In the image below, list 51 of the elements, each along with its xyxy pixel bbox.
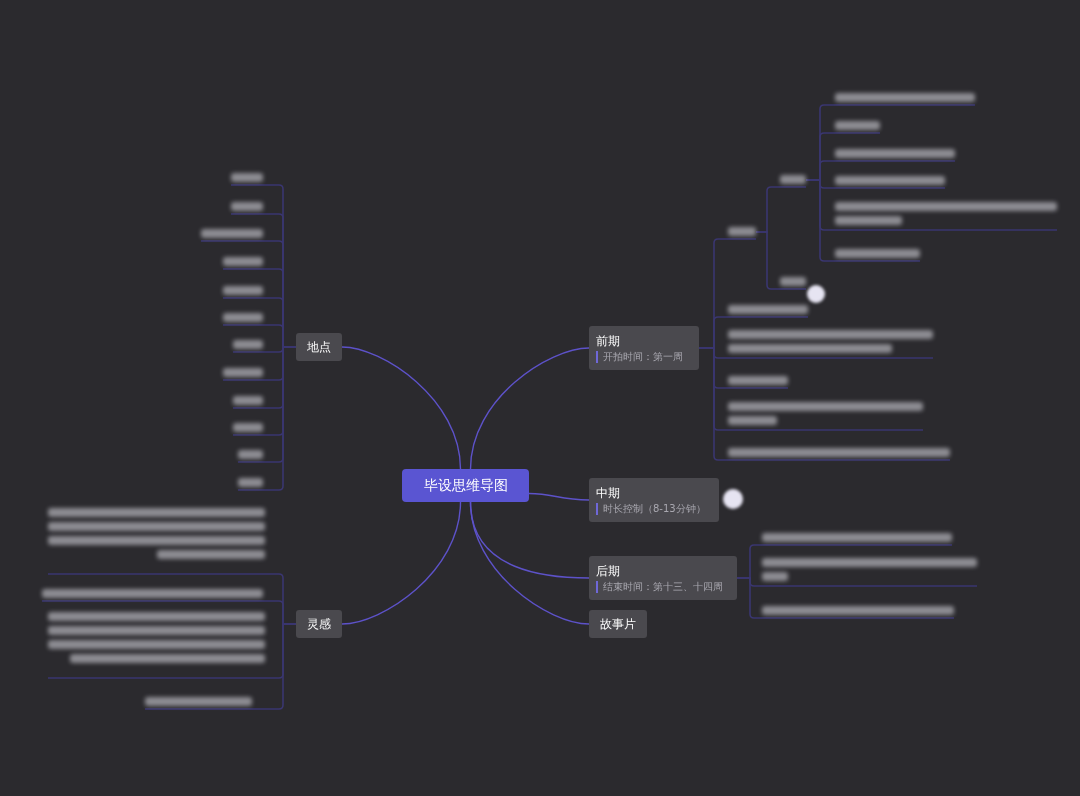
topic-box bbox=[589, 556, 737, 600]
blurred-text bbox=[762, 604, 954, 618]
blurred-text bbox=[835, 119, 880, 133]
blurred-text bbox=[835, 147, 955, 161]
blurred-text bbox=[728, 303, 808, 317]
topic-box bbox=[589, 610, 647, 638]
blurred-text bbox=[728, 446, 950, 460]
blurred-text bbox=[231, 200, 263, 214]
central-topic: 毕设思维导图 bbox=[402, 469, 529, 502]
blurred-text bbox=[201, 227, 263, 241]
blurred-text bbox=[223, 284, 263, 298]
blurred-text bbox=[728, 225, 756, 239]
blurred-text bbox=[223, 311, 263, 325]
topic-title: 后期 bbox=[596, 563, 620, 579]
branch-line bbox=[341, 346, 462, 470]
blurred-text bbox=[238, 448, 263, 462]
blurred-text bbox=[42, 587, 263, 601]
branch-line bbox=[469, 347, 590, 470]
blurred-text bbox=[835, 91, 975, 105]
branch-line bbox=[469, 501, 590, 625]
blurred-text bbox=[780, 275, 806, 289]
blurred-text bbox=[835, 174, 945, 188]
blurred-text bbox=[233, 394, 263, 408]
branch-line bbox=[736, 577, 955, 619]
blurred-text bbox=[238, 476, 263, 490]
topic-note: 结束时间：第十三、十四周 bbox=[596, 580, 723, 593]
topic-box bbox=[589, 478, 719, 522]
blurred-text bbox=[728, 374, 788, 388]
topic-title: 前期 bbox=[596, 333, 620, 349]
blurred-text bbox=[780, 173, 806, 187]
blurred-text bbox=[145, 695, 252, 709]
topic-title: 灵感 bbox=[307, 616, 331, 632]
topic-box bbox=[589, 326, 699, 370]
branch-line bbox=[341, 501, 462, 625]
blurred-text bbox=[233, 338, 263, 352]
blurred-text bbox=[233, 421, 263, 435]
topic-note: 时长控制（8-13分钟） bbox=[596, 502, 706, 515]
branch-line bbox=[237, 346, 297, 491]
topic-title: 故事片 bbox=[600, 616, 636, 632]
topic-box bbox=[296, 610, 342, 638]
branch-line bbox=[755, 231, 807, 290]
blurred-text bbox=[231, 171, 263, 185]
blurred-text bbox=[223, 366, 263, 380]
topic-box bbox=[296, 333, 342, 361]
blurred-text bbox=[835, 247, 920, 261]
blurred-text bbox=[223, 255, 263, 269]
blurred-text bbox=[762, 531, 952, 545]
branch-line bbox=[144, 623, 297, 710]
topic-title: 地点 bbox=[307, 339, 331, 355]
topic-title: 中期 bbox=[596, 485, 620, 501]
branch-line bbox=[528, 492, 590, 501]
